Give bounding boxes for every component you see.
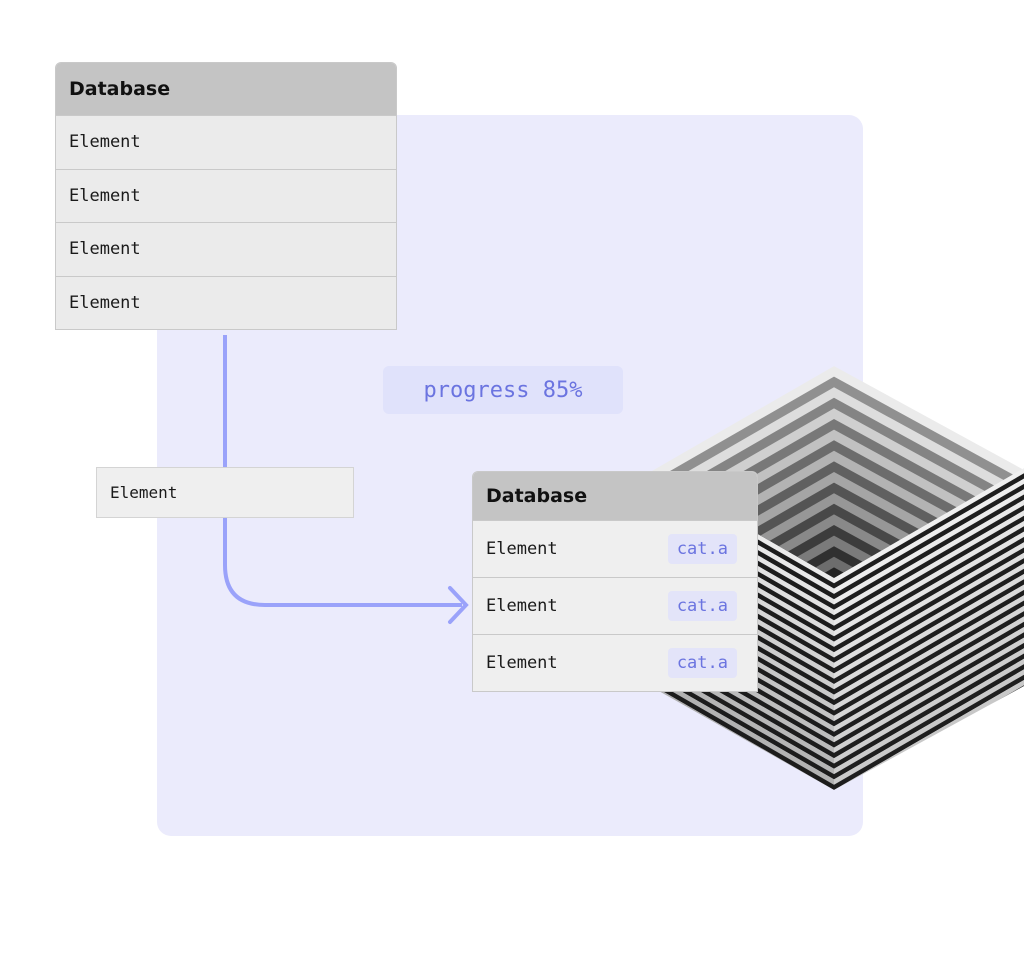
- row-label: Element: [486, 596, 558, 616]
- stripe: [834, 621, 1024, 737]
- category-tag: cat.a: [667, 534, 737, 564]
- category-tag: cat.a: [667, 648, 737, 678]
- stripe: [834, 521, 1024, 637]
- stripe: [834, 605, 1024, 722]
- stripe: [834, 664, 1024, 780]
- stripe: [834, 637, 1024, 753]
- stripe: [834, 642, 1024, 759]
- stripe: [834, 595, 1024, 711]
- stripe: [834, 611, 1024, 727]
- stripe: [834, 489, 1024, 605]
- stripe: [834, 579, 1024, 695]
- table-row[interactable]: Element: [56, 168, 396, 223]
- stripe: [834, 473, 1024, 589]
- stripe: [834, 648, 1024, 764]
- table-row[interactable]: Element cat.a: [473, 634, 757, 691]
- database-table-top: Database Element Element Element Element: [55, 62, 397, 330]
- stripe: [834, 547, 1024, 663]
- stripe: [834, 536, 1024, 653]
- stripe: [834, 483, 1024, 600]
- progress-badge: progress 85%: [383, 366, 623, 414]
- table-row[interactable]: Element: [56, 222, 396, 276]
- stripe: [834, 510, 1024, 626]
- stripe: [650, 678, 834, 790]
- stripe: [834, 558, 1024, 674]
- stripe: [834, 589, 1024, 706]
- table-row[interactable]: Element: [56, 275, 396, 330]
- stripe: [834, 632, 1024, 748]
- stripe: [834, 563, 1024, 679]
- stripe: [834, 568, 1024, 684]
- arrowhead-icon: [448, 586, 469, 624]
- stripe: [834, 478, 1024, 594]
- stripe: [834, 552, 1024, 669]
- stripe: [834, 515, 1024, 631]
- stripe: [834, 616, 1024, 732]
- table-title: Database: [56, 63, 396, 115]
- stripe: [834, 542, 1024, 658]
- table-row[interactable]: Element: [56, 115, 396, 169]
- stripe: [834, 600, 1024, 716]
- stripe: [834, 499, 1024, 616]
- table-title: Database: [473, 472, 757, 520]
- table-row[interactable]: Element cat.a: [473, 577, 757, 634]
- stripe: [834, 468, 1024, 584]
- stripe: [834, 627, 1024, 743]
- stripe: [834, 531, 1024, 647]
- stripe: [834, 494, 1024, 610]
- stripe: [834, 669, 1024, 785]
- connector-arrow-line: [223, 335, 462, 607]
- stripe: [824, 567, 844, 578]
- floating-element-box[interactable]: Element: [96, 467, 354, 518]
- stripe: [834, 674, 1024, 790]
- stripe: [650, 673, 834, 785]
- database-table-bottom: Database Element cat.a Element cat.a Ele…: [472, 471, 758, 692]
- box-right-face-stripes: [834, 468, 1024, 790]
- table-row[interactable]: Element cat.a: [473, 520, 757, 577]
- stripe: [834, 584, 1024, 700]
- stripe: [834, 653, 1024, 769]
- row-label: Element: [486, 653, 558, 673]
- stripe: [834, 526, 1024, 642]
- stripe: [834, 505, 1024, 621]
- category-tag: cat.a: [667, 591, 737, 621]
- stripe: [650, 668, 834, 780]
- stripe: [834, 574, 1024, 690]
- stripe: [834, 658, 1024, 775]
- row-label: Element: [486, 539, 558, 559]
